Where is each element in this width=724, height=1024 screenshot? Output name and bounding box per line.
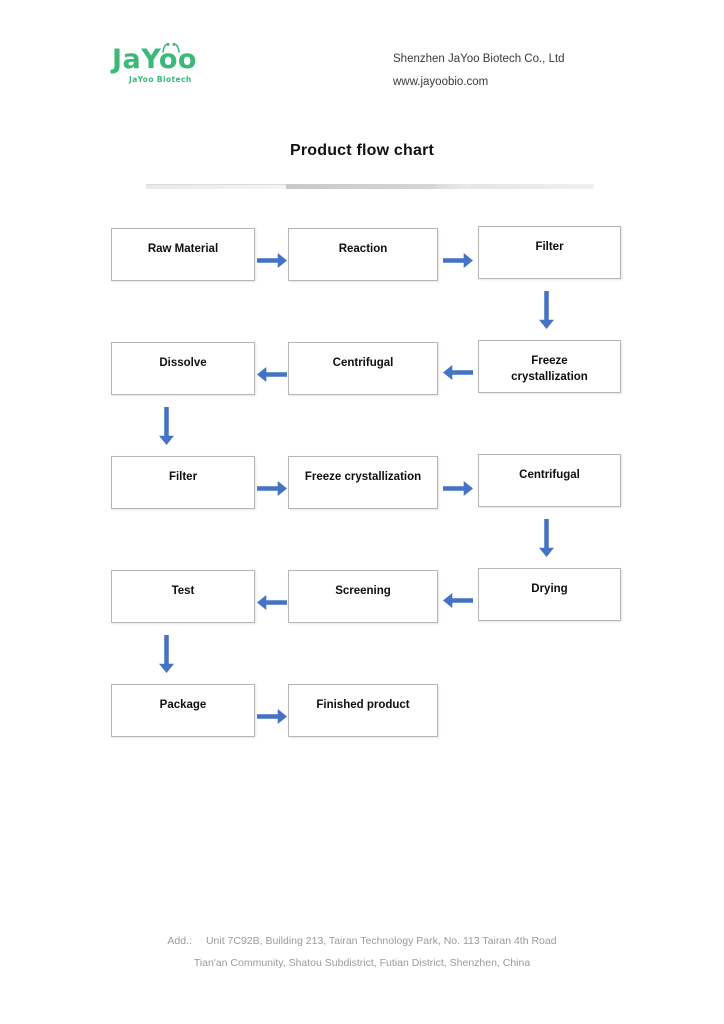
flow-arrow-right (256, 481, 287, 496)
flow-arrow-left (256, 595, 287, 610)
flow-node-label: Dissolve (159, 357, 207, 369)
flow-node-label: Reaction (338, 243, 388, 255)
flow-node-label: Raw Material (147, 243, 219, 255)
flow-arrow-down (538, 518, 554, 557)
flow-node-label: Finished product (316, 699, 410, 711)
document-footer: Add.: Unit 7C92B, Building 213, Tairan Te… (0, 930, 724, 974)
flow-node-filter-2[interactable]: Filter (111, 456, 255, 509)
divider-segment (146, 184, 286, 189)
flow-node-centrifugal-2[interactable]: Centrifugal (478, 454, 621, 507)
flow-node-filter-1[interactable]: Filter (478, 226, 621, 279)
footer-address-label: Add.: (167, 935, 192, 947)
flow-arrow-right (256, 709, 287, 724)
flow-node-label: Package (159, 699, 207, 711)
flow-arrow-left (256, 367, 287, 382)
document-header: JaYoo JaYoo Biotech Shenzhen JaYoo Biote… (0, 0, 724, 115)
flow-node-freeze-crystallization-1[interactable]: Freeze crystallization (478, 340, 621, 393)
flow-node-raw-material[interactable]: Raw Material (111, 228, 255, 281)
flow-node-label: Centrifugal (519, 469, 580, 481)
flow-arrow-left (443, 365, 473, 380)
footer-address-line-2: Tian'an Community, Shatou Subdistrict, F… (193, 957, 531, 969)
flow-node-label: Centrifugal (332, 357, 394, 369)
flow-arrow-left (443, 593, 473, 608)
flow-node-package[interactable]: Package (111, 684, 255, 737)
flow-node-test[interactable]: Test (111, 570, 255, 623)
logo-tagline-text: JaYoo Biotech (129, 75, 192, 84)
flow-arrow-down (158, 406, 174, 445)
logo-wordmark-text: JaYoo (112, 44, 197, 75)
footer-address-text-1: Unit 7C92B, Building 213, Tairan Technol… (205, 935, 557, 947)
flow-node-screening[interactable]: Screening (288, 570, 438, 623)
flow-arrow-right (256, 253, 287, 268)
flow-node-freeze-crystallization-2[interactable]: Freeze crystallization (288, 456, 438, 509)
flow-node-label: Freeze crystallization (511, 355, 588, 383)
flow-arrow-right (443, 253, 473, 268)
flow-node-label: Screening (335, 585, 391, 597)
flow-node-label: Filter (535, 241, 564, 253)
flow-arrow-right (443, 481, 473, 496)
flow-node-centrifugal-1[interactable]: Centrifugal (288, 342, 438, 395)
flow-node-label: Filter (168, 471, 198, 483)
flow-arrow-down (158, 634, 174, 673)
company-name-text: Shenzhen JaYoo Biotech Co., Ltd (393, 53, 565, 65)
flow-node-dissolve[interactable]: Dissolve (111, 342, 255, 395)
divider-segment (471, 184, 594, 189)
jayoo-logo: JaYoo JaYoo Biotech (112, 43, 216, 90)
flow-node-label: Drying (531, 583, 568, 595)
company-website-text[interactable]: www.jayoobio.com (393, 76, 489, 88)
divider-segment (286, 184, 436, 189)
divider-segment (436, 184, 471, 189)
title-divider (146, 184, 594, 189)
flow-node-finished-product[interactable]: Finished product (288, 684, 438, 737)
flow-node-drying[interactable]: Drying (478, 568, 621, 621)
flow-node-label: Freeze crystallization (304, 471, 422, 483)
flow-arrow-down (538, 290, 554, 329)
page-title: Product flow chart (289, 142, 435, 159)
logo-antenna-icon (162, 43, 180, 53)
footer-address-line-1: Add.: Unit 7C92B, Building 213, Tairan Te… (0, 930, 724, 952)
flow-node-label: Test (171, 585, 195, 597)
flow-node-reaction[interactable]: Reaction (288, 228, 438, 281)
